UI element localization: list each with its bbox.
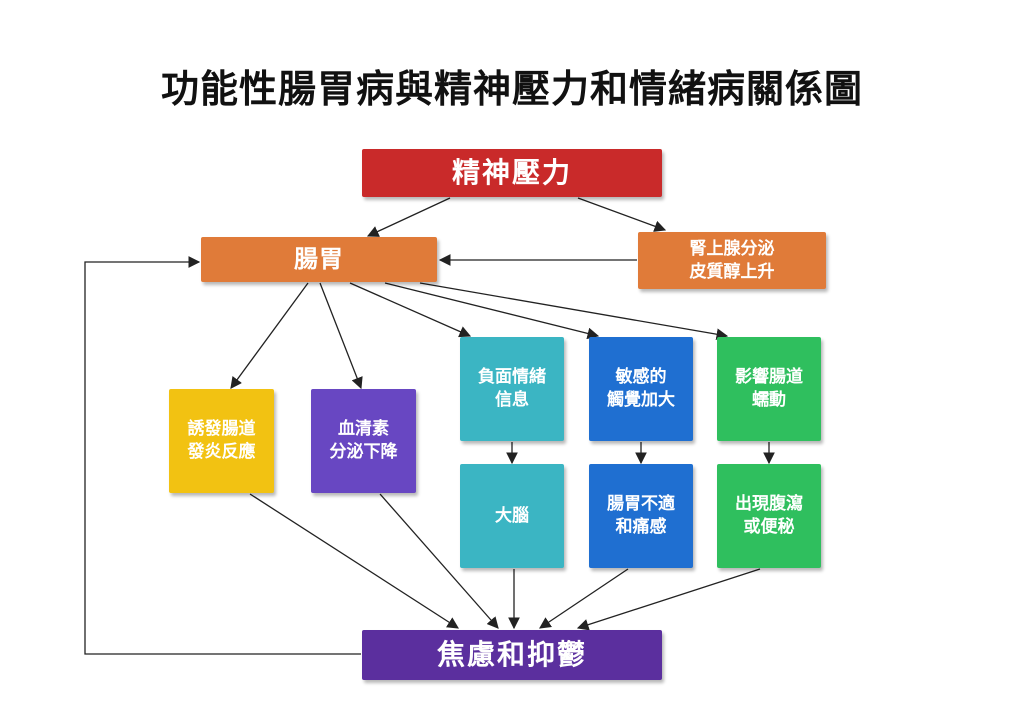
node-anxiety-depression-label: 焦慮和抑鬱: [436, 638, 587, 672]
node-motility-label: 影響腸道 蠕動: [735, 367, 803, 410]
arrow-serotonin-to-anxiety: [379, 493, 499, 629]
node-sensitivity: 敏感的 觸覺加大: [589, 337, 693, 441]
node-motility: 影響腸道 蠕動: [717, 337, 821, 441]
arrow-inflammation-to-anxiety: [249, 493, 459, 629]
arrow-gut-to-sensitivity: [384, 282, 600, 340]
node-serotonin: 血清素 分泌下降: [311, 389, 416, 493]
arrow-discomfort-to-anxiety: [539, 568, 629, 629]
arrow-gut-to-negative-info: [349, 282, 472, 338]
node-gut: 腸胃: [201, 237, 437, 282]
node-mental-stress: 精神壓力: [362, 149, 662, 197]
node-diarrhea-label: 出現腹瀉 或便秘: [735, 494, 803, 537]
arrow-gut-to-motility: [419, 282, 729, 340]
node-inflammation: 誘發腸道 發炎反應: [169, 389, 274, 493]
node-cortisol: 腎上腺分泌 皮質醇上升: [638, 232, 826, 289]
diagram-title: 功能性腸胃病與精神壓力和情緒病關係圖: [160, 67, 863, 111]
node-brain-label: 大腦: [495, 505, 529, 526]
node-anxiety-depression: 焦慮和抑鬱: [362, 630, 662, 680]
node-sensitivity-label: 敏感的 觸覺加大: [607, 367, 675, 410]
node-discomfort-label: 腸胃不適 和痛感: [607, 494, 675, 537]
node-discomfort: 腸胃不適 和痛感: [589, 464, 693, 568]
node-negative-info: 負面情緒 信息: [460, 337, 564, 441]
node-cortisol-label: 腎上腺分泌 皮質醇上升: [689, 238, 775, 282]
arrow-stress-to-gut: [366, 197, 451, 237]
arrow-stress-to-cortisol: [577, 197, 667, 232]
node-serotonin-label: 血清素 分泌下降: [329, 419, 398, 462]
node-negative-info-label: 負面情緒 信息: [478, 367, 546, 410]
node-inflammation-label: 誘發腸道 發炎反應: [187, 419, 256, 462]
node-diarrhea: 出現腹瀉 或便秘: [717, 464, 821, 568]
arrow-diarrhea-to-anxiety: [576, 568, 761, 631]
node-mental-stress-label: 精神壓力: [451, 156, 572, 190]
arrow-anxiety-to-gut-feedback: [84, 256, 361, 655]
arrow-gut-to-serotonin: [319, 282, 363, 390]
arrow-gut-to-inflammation: [230, 282, 309, 389]
node-brain: 大腦: [460, 464, 564, 568]
node-gut-label: 腸胃: [294, 245, 344, 274]
